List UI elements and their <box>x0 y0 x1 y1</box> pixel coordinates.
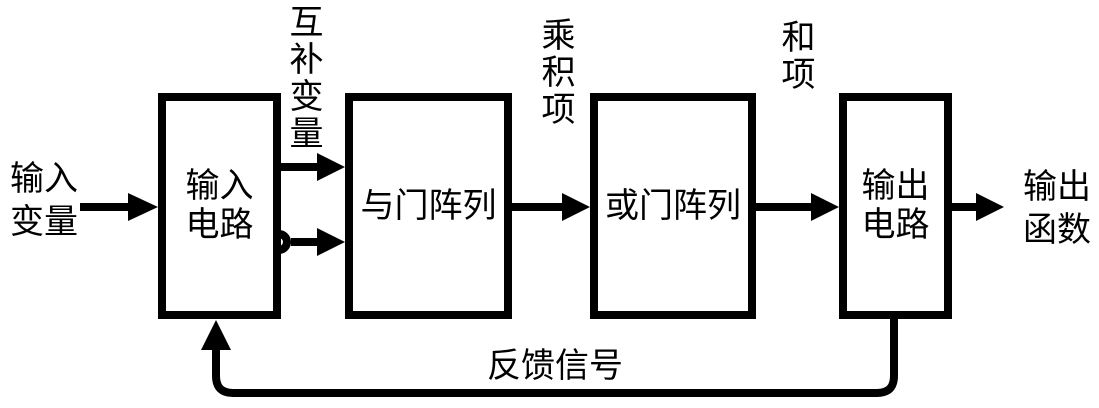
or-to-output-arrow <box>756 193 839 221</box>
complement-true-arrow <box>281 153 345 181</box>
output-functions-label: 输出 函数 <box>1023 168 1091 249</box>
product-terms-label: 乘积项 <box>536 17 574 128</box>
block-label: 与门阵列 <box>360 186 497 225</box>
block-output-circuit: 输出 电路 <box>839 93 952 319</box>
block-label: 输入 电路 <box>185 167 254 244</box>
feedback-arrowhead <box>201 320 231 350</box>
complement-inverted-arrow <box>291 228 345 256</box>
and-to-or-arrow <box>512 193 590 221</box>
input-variables-label: 输入 变量 <box>10 160 78 241</box>
block-and-gate-array: 与门阵列 <box>345 93 512 319</box>
feedback-signal-label: 反馈信号 <box>487 347 623 385</box>
block-input-circuit: 输入 电路 <box>158 93 281 319</box>
input-arrow <box>80 193 158 221</box>
output-arrow <box>952 193 1004 221</box>
sum-terms-label: 和项 <box>776 19 814 93</box>
block-label: 或门阵列 <box>605 186 741 225</box>
block-or-gate-array: 或门阵列 <box>590 93 756 319</box>
block-label: 输出 电路 <box>861 167 930 244</box>
complement-variables-label: 互补变量 <box>284 4 322 152</box>
